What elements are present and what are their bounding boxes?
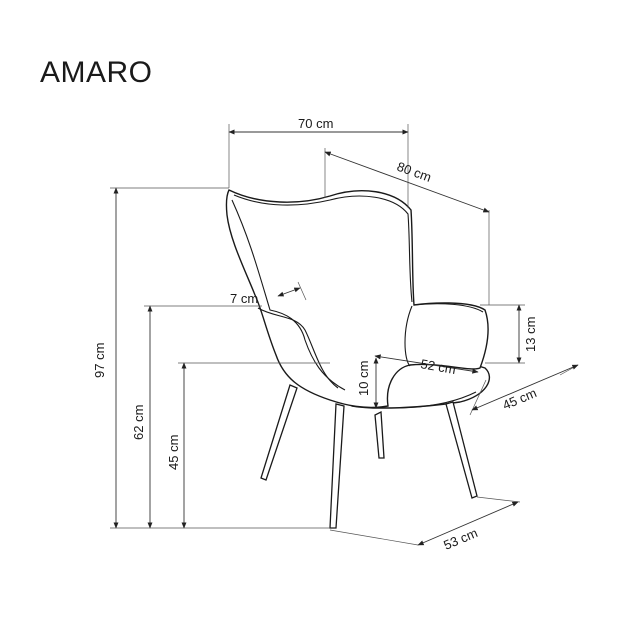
dim-label-seat-width: 45 cm: [500, 385, 538, 413]
dim-seat-thickness: 10 cm: [356, 357, 379, 409]
dim-label-wing-thickness: 7 cm: [230, 291, 258, 306]
dim-armrest-floor-height: 62 cm: [131, 305, 262, 529]
dim-label-seat-thickness: 10 cm: [356, 361, 371, 396]
dim-wing-thickness: 7 cm: [230, 281, 307, 306]
dim-label-base-width: 53 cm: [441, 525, 479, 553]
dim-base-width: 53 cm: [329, 496, 521, 553]
front-right-leg: [445, 401, 478, 499]
dim-label-armrest-floor-height: 62 cm: [131, 405, 146, 440]
dim-seat-depth: 52 cm: [374, 354, 479, 377]
dim-label-seat-height: 45 cm: [166, 435, 181, 470]
back-left-leg: [260, 384, 298, 481]
right-arm-top: [413, 303, 484, 313]
front-left-leg: [329, 403, 345, 529]
dim-label-depth-top: 80 cm: [395, 159, 433, 185]
product-title: AMARO: [40, 56, 153, 89]
dim-seat-height: 45 cm: [166, 362, 330, 529]
dim-label-seat-depth: 52 cm: [419, 356, 456, 377]
dim-label-width-top: 70 cm: [298, 116, 333, 131]
back-right-leg: [374, 410, 385, 459]
dim-label-total-height: 97 cm: [92, 343, 107, 378]
dim-armrest-height: 13 cm: [480, 304, 538, 364]
backrest-inner-line: [231, 199, 346, 391]
dim-total-height: 97 cm: [92, 187, 330, 529]
chair-outline: [225, 189, 491, 529]
dim-label-armrest-height: 13 cm: [523, 317, 538, 352]
left-arm-inner: [257, 307, 339, 389]
